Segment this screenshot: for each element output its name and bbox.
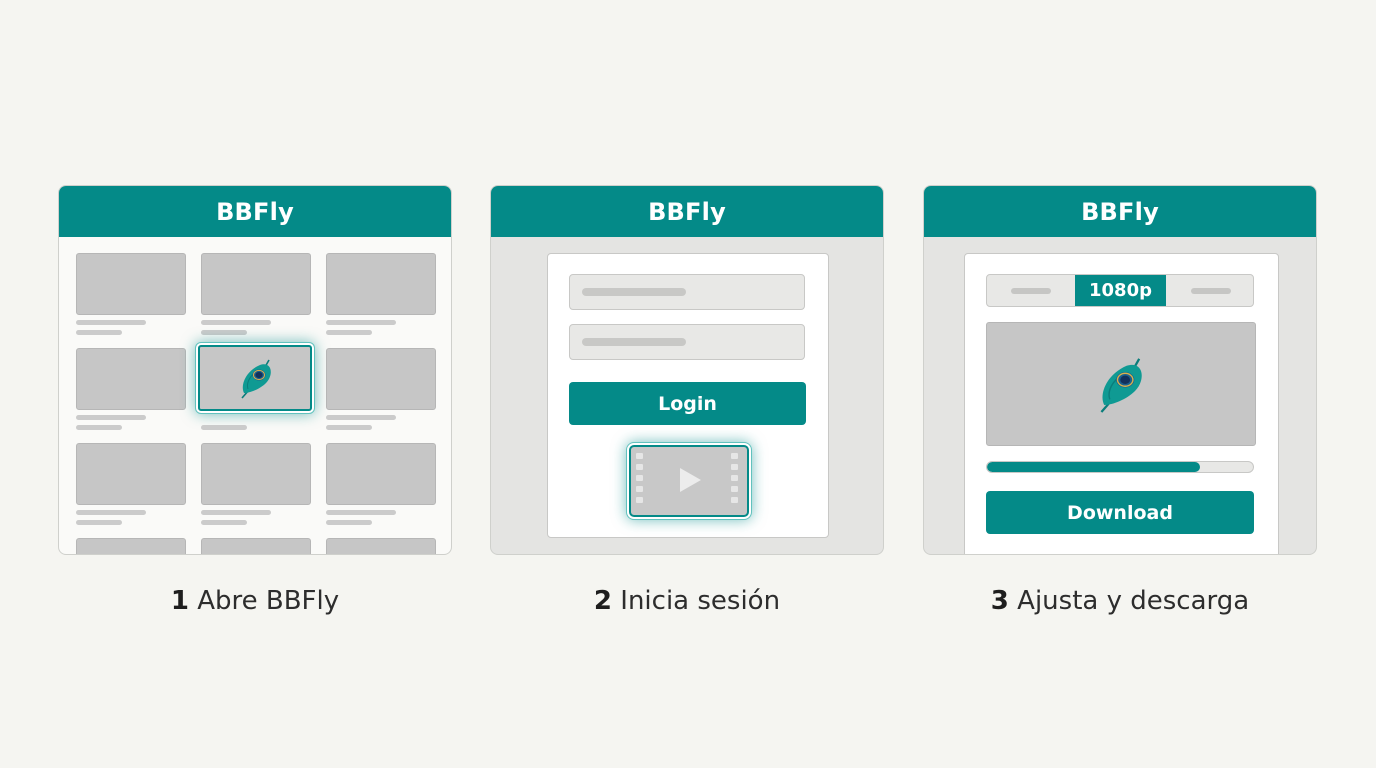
resolution-option[interactable] bbox=[1191, 288, 1231, 294]
subtitle-placeholder bbox=[76, 425, 122, 430]
subtitle-placeholder bbox=[201, 425, 247, 430]
password-field[interactable] bbox=[569, 324, 805, 360]
step2-caption: 2 Inicia sesión bbox=[593, 586, 781, 616]
title-placeholder bbox=[76, 415, 146, 420]
username-field[interactable] bbox=[569, 274, 805, 310]
step1-caption: 1 Abre BBFly bbox=[170, 586, 340, 616]
subtitle-placeholder bbox=[76, 330, 122, 335]
video-thumbnail[interactable] bbox=[326, 253, 436, 315]
film-play-icon[interactable] bbox=[629, 445, 749, 517]
download-progress-bar bbox=[986, 461, 1254, 473]
peacock-feather-icon bbox=[241, 359, 271, 399]
title-placeholder bbox=[326, 510, 396, 515]
subtitle-placeholder bbox=[326, 425, 372, 430]
app-header: BBFly bbox=[491, 186, 883, 237]
video-preview bbox=[986, 322, 1256, 446]
download-button[interactable]: Download bbox=[986, 491, 1254, 534]
subtitle-placeholder bbox=[201, 330, 247, 335]
title-placeholder bbox=[326, 415, 396, 420]
selected-video-thumbnail[interactable] bbox=[198, 345, 312, 411]
resolution-selector[interactable]: 1080p bbox=[986, 274, 1254, 307]
video-thumbnail[interactable] bbox=[76, 253, 186, 315]
subtitle-placeholder bbox=[326, 520, 372, 525]
step2-panel: BBFly Login bbox=[490, 185, 884, 555]
title-placeholder bbox=[201, 510, 271, 515]
subtitle-placeholder bbox=[326, 330, 372, 335]
download-progress-fill bbox=[987, 462, 1200, 472]
app-header: BBFly bbox=[59, 186, 451, 237]
video-thumbnail[interactable] bbox=[201, 253, 311, 315]
step3-panel: BBFly 1080p Download bbox=[923, 185, 1317, 555]
login-button[interactable]: Login bbox=[569, 382, 806, 425]
title-placeholder bbox=[76, 320, 146, 325]
resolution-option-selected[interactable]: 1080p bbox=[1075, 275, 1166, 306]
step1-panel: BBFly bbox=[58, 185, 452, 555]
step3-caption: 3 Ajusta y descarga bbox=[990, 586, 1250, 616]
video-thumbnail[interactable] bbox=[76, 443, 186, 505]
title-placeholder bbox=[201, 320, 271, 325]
peacock-feather-icon bbox=[1100, 358, 1142, 413]
subtitle-placeholder bbox=[201, 520, 247, 525]
video-thumbnail[interactable] bbox=[326, 443, 436, 505]
app-header: BBFly bbox=[924, 186, 1316, 237]
title-placeholder bbox=[326, 320, 396, 325]
resolution-option[interactable] bbox=[1011, 288, 1051, 294]
video-thumbnail[interactable] bbox=[201, 443, 311, 505]
title-placeholder bbox=[76, 510, 146, 515]
video-thumbnail[interactable] bbox=[76, 538, 186, 554]
video-thumbnail[interactable] bbox=[201, 538, 311, 554]
video-thumbnail[interactable] bbox=[76, 348, 186, 410]
video-thumbnail[interactable] bbox=[326, 538, 436, 554]
subtitle-placeholder bbox=[76, 520, 122, 525]
video-thumbnail[interactable] bbox=[326, 348, 436, 410]
